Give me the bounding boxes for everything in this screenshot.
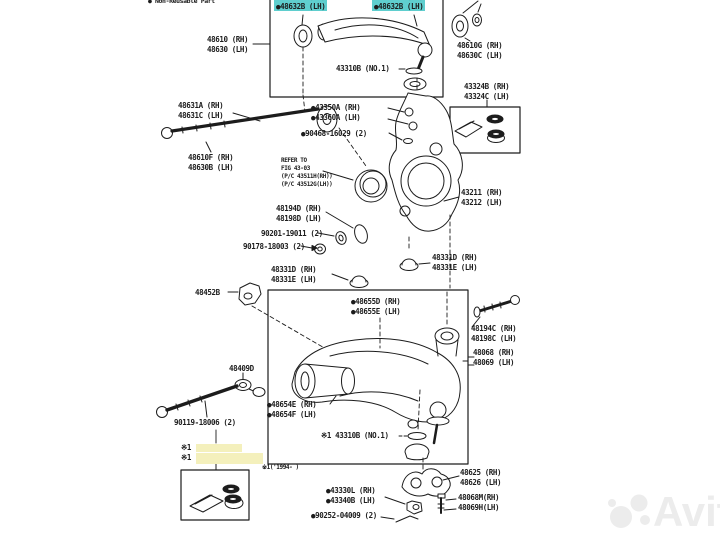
redacted-highlight-1 xyxy=(196,444,242,452)
label-year-note: ※1('1994- ) xyxy=(262,464,299,471)
lower-bolt-drawing xyxy=(157,373,266,443)
flange-nut-drawings xyxy=(332,259,430,288)
label-balljoint-bolt: 48068M(RH) 48069H(LH) xyxy=(458,493,500,512)
label-camber-adjust-cam: 48194C (RH) 48198C (LH) xyxy=(471,324,517,343)
legend-non-reusable: ● Non-Reusable Part xyxy=(148,0,215,5)
dust-seal-cluster-drawing xyxy=(301,212,409,254)
label-upper-balljoint-washer: 43310B (NO.1) xyxy=(336,64,390,73)
label-cam-plate: 48452B xyxy=(195,288,220,297)
label-lower-arm-bushing-front: ●48654E (RH) ●48654F (LH) xyxy=(267,400,317,419)
label-refer-note: REFER TO FIG 43-03 (P/C 43511H(RH)) (P/C… xyxy=(281,157,333,188)
label-upper-arm-bolt: 48631A (RH) 48631C (LH) xyxy=(178,101,224,120)
redacted-highlight-2 xyxy=(196,453,263,464)
avito-logo-icon xyxy=(608,494,650,528)
knuckle-seal-kit-drawing xyxy=(455,100,505,143)
label-steering-knuckle: 43211 (RH) 43212 (LH) xyxy=(461,188,503,207)
upper-arm-washers-drawing xyxy=(452,1,482,41)
label-nut-90178: 90178-18003 (2) xyxy=(243,242,305,251)
label-lower-arm-shaft: 48068 (RH) 48069 (LH) xyxy=(473,348,515,367)
label-lower-arm-bolt: 90119-18006 (2) xyxy=(174,418,236,427)
label-lower-balljoint-washer: ※1 43310B (NO.1) xyxy=(321,431,389,440)
upper-control-arm-drawing xyxy=(253,15,432,112)
steering-knuckle-drawing xyxy=(388,93,462,288)
repair-kit-box xyxy=(181,470,249,520)
lower-control-arm-drawing xyxy=(292,292,460,460)
label-upper-arm-nut: 48610F (RH) 48630B (LH) xyxy=(188,153,234,172)
label-lower-arm-bushing-rear: ●48655D (RH) ●48655E (LH) xyxy=(351,297,401,316)
upper-arm-box xyxy=(270,0,443,97)
label-upper-arm-bushing-front: ●48632A (RH) ●48632B (LH) xyxy=(274,0,328,11)
label-collar: 48409D xyxy=(229,364,254,373)
repair-kit-drawing xyxy=(190,464,243,512)
label-dust-seal: 48194D (RH) 48198D (LH) xyxy=(276,204,322,223)
label-knuckle-bolts: ●43350A (RH) ●43360A (LH) xyxy=(311,103,361,122)
label-cotter-pin: ●90252-04009 (2) xyxy=(311,511,377,520)
label-knuckle-seal-kit: 43324B (RH) 43324C (LH) xyxy=(464,82,510,101)
label-arm-nut-left: 48331D (RH) 48331E (LH) xyxy=(271,265,317,284)
cam-plate-drawing xyxy=(228,283,340,357)
label-balljoint-support: ●43330L (RH) ●43340B (LH) xyxy=(326,486,376,505)
label-redacted-ref: ※1 ※1 xyxy=(181,443,191,462)
lower-arm-box xyxy=(268,290,468,464)
label-arm-nut-right: 48331D (RH) 48331E (LH) xyxy=(432,253,478,272)
label-lower-balljoint: 48625 (RH) 48626 (LH) xyxy=(460,468,502,487)
label-upper-arm-bushing-rear: ●48632A (RH) ●48632B (LH) xyxy=(372,0,426,11)
lower-balljoint-bracket-drawing xyxy=(381,458,459,522)
label-upper-control-arm: 48610 (RH) 48630 (LH) xyxy=(207,35,249,54)
label-upper-arm-washers: 48610G (RH) 48630C (LH) xyxy=(457,41,503,60)
seal-ring-drawing xyxy=(323,170,387,202)
avito-watermark: Avito xyxy=(653,488,720,535)
label-nut-90201: 90201-19011 (2) xyxy=(261,229,323,238)
upper-arm-bolt-drawing xyxy=(162,106,367,166)
label-knuckle-washer: ●90468-16029 (2) xyxy=(301,129,367,138)
camber-cam-bolt-drawing xyxy=(463,296,520,366)
